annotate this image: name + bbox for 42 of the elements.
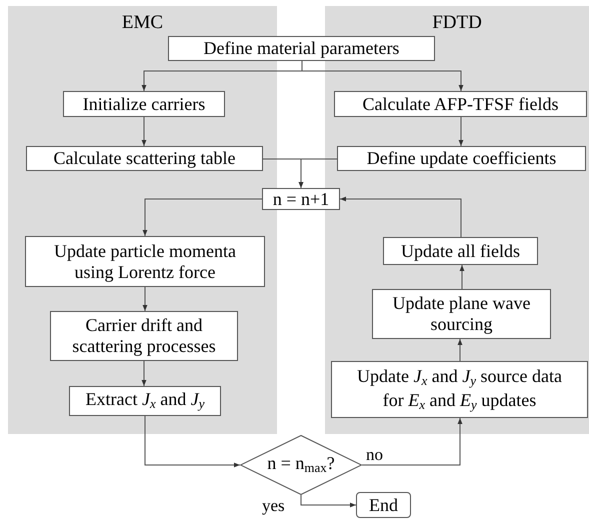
step-text: n = n+1 (272, 188, 330, 210)
step-text: Update plane wave sourcing (392, 293, 532, 335)
process-box (25, 236, 265, 287)
arrow (142, 116, 146, 146)
step-text: n = n$_{max}$? (267, 453, 335, 477)
step-text: Carrier drift and scattering processes (71, 315, 217, 357)
arrow (458, 338, 462, 362)
arrow (300, 494, 356, 508)
panel-heading: EMC (122, 12, 164, 34)
process-box (262, 188, 340, 210)
arrow (340, 196, 462, 238)
process-box (69, 386, 221, 416)
arrow (458, 116, 464, 146)
step-text: Define material parameters (204, 38, 400, 59)
process-box (63, 91, 225, 117)
arrow (298, 158, 338, 188)
step-text: Calculate scattering table (54, 148, 236, 169)
process-box (50, 311, 238, 361)
panel-heading: FDTD (432, 12, 482, 34)
step-text: Initialize carriers (82, 94, 206, 114)
step-text: Update particle momenta using Lorentz force (53, 240, 237, 282)
arrow (460, 264, 464, 290)
arrow (142, 286, 148, 312)
process-box (334, 91, 587, 117)
arrow (142, 360, 146, 386)
process-box (168, 36, 435, 61)
step-text: Update J$_{x}$ and J$_{y}$ source data for E$_{x}$ and E$_{y}$ updates (356, 366, 563, 413)
decision-diamond (240, 435, 362, 495)
arrow (144, 416, 240, 468)
process-box (383, 237, 538, 265)
step-text: Update all fields (401, 240, 520, 262)
step-text: Extract J$_{x}$ and J$_{y}$ (86, 389, 204, 413)
process-box (331, 361, 588, 418)
step-text: Define update coefficients (366, 148, 556, 169)
step-text: End (369, 494, 398, 516)
step-text: Calculate AFP-TFSF fields (362, 94, 558, 114)
process-box (337, 146, 586, 171)
process-box (26, 146, 263, 171)
terminal-box (356, 492, 411, 518)
process-box (372, 289, 551, 339)
arrow (142, 198, 262, 236)
arrow (362, 418, 462, 466)
